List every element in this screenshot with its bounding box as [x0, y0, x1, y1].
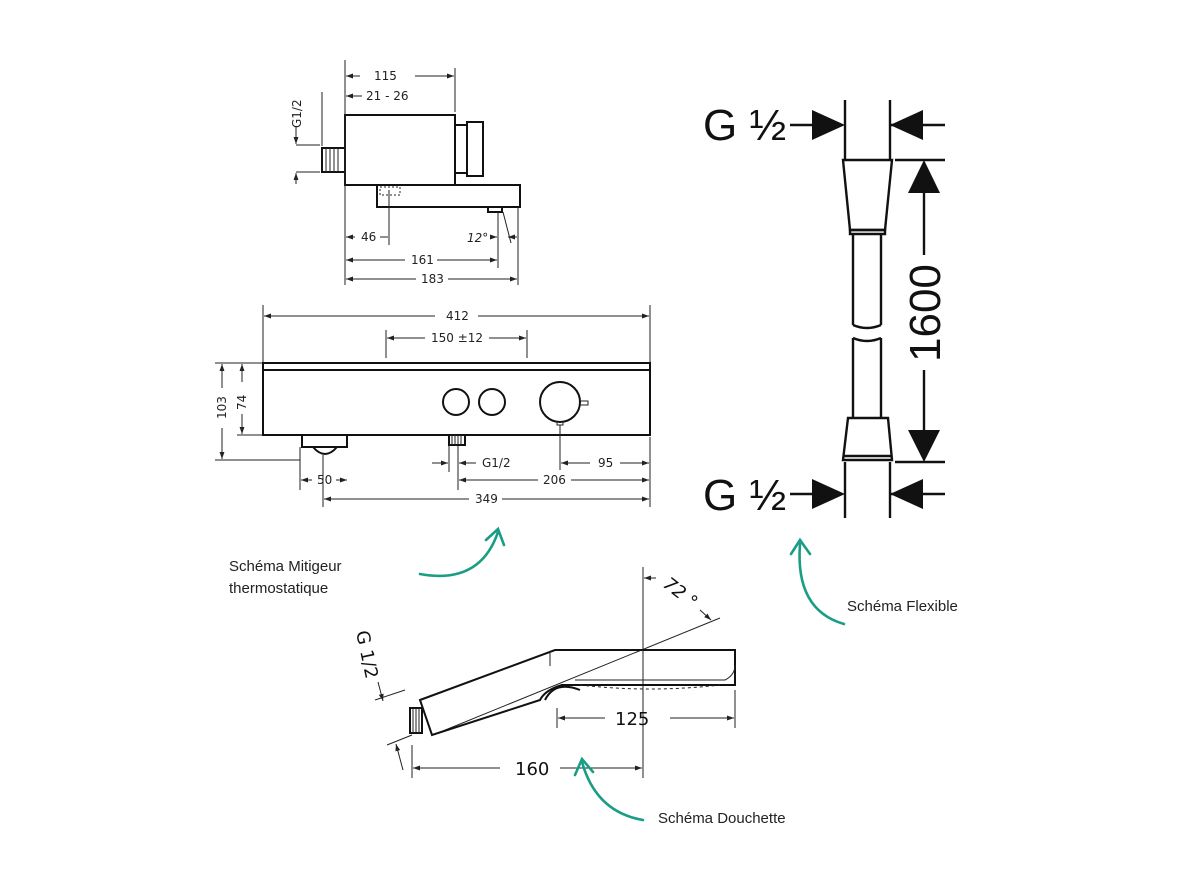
- dim-349: 349: [475, 492, 498, 506]
- knob-cap: [466, 121, 484, 177]
- thermostat-knob-side: [454, 124, 468, 174]
- dim-183: 183: [421, 272, 444, 286]
- dim-74: 74: [235, 395, 249, 410]
- handshower-thread: [409, 707, 423, 734]
- handshower-caption: Schéma Douchette: [658, 810, 786, 827]
- spout-outlet: [301, 434, 348, 448]
- hose-length-label: 1600: [901, 264, 950, 362]
- dim-12-degrees: 12°: [467, 231, 488, 245]
- handshower-body: [418, 649, 736, 737]
- dim-21-26: 21 - 26: [366, 89, 409, 103]
- dim-412: 412: [446, 309, 469, 323]
- dim-g12-front: G1/2: [482, 456, 511, 470]
- function-button-1: [442, 388, 470, 416]
- handshower-pointer-arrow: [580, 760, 645, 822]
- spout-top: [376, 184, 521, 208]
- mixer-body-top: [344, 114, 456, 186]
- hose-bottom-nut: [841, 416, 894, 462]
- dim-103: 103: [215, 396, 229, 419]
- dim-161: 161: [411, 253, 434, 267]
- hose-pointer-arrow: [798, 542, 846, 626]
- mixer-pointer-arrow: [418, 530, 500, 578]
- dim-150-tolerance: 150 ±12: [431, 331, 483, 345]
- dim-160: 160: [515, 759, 549, 780]
- angle-label: 72 °: [659, 573, 702, 613]
- outlet-connection: [448, 434, 466, 446]
- mixer-caption-line1: Schéma Mitigeur: [229, 558, 342, 575]
- dim-46: 46: [361, 230, 376, 244]
- hose-caption: Schéma Flexible: [847, 598, 958, 615]
- thread-bottom-label: G ½: [703, 471, 786, 520]
- mixer-front-view: 412 150 ±12 103 74 G1/2 95: [215, 305, 651, 507]
- dim-50: 50: [317, 473, 332, 487]
- dim-206: 206: [543, 473, 566, 487]
- thermostat-knob: [539, 381, 581, 423]
- hose-drawing: G ½ 1600 G ½: [703, 100, 950, 520]
- hose-top-nut: [841, 158, 894, 232]
- dim-125: 125: [615, 709, 649, 730]
- handshower-drawing: 72 ° G 1/2 125 160: [351, 567, 736, 780]
- thread-top-label: G ½: [703, 101, 786, 150]
- mixer-body-front: [262, 362, 651, 436]
- function-button-2: [478, 388, 506, 416]
- mixer-top-view: 115 21 - 26 G1/2 46 12° 161 183: [290, 60, 521, 286]
- mixer-caption-line2: thermostatique: [229, 580, 328, 597]
- dim-95: 95: [598, 456, 613, 470]
- handshower-thread-label: G 1/2: [351, 629, 382, 681]
- dim-115: 115: [374, 69, 397, 83]
- dim-g12-top: G1/2: [290, 99, 304, 128]
